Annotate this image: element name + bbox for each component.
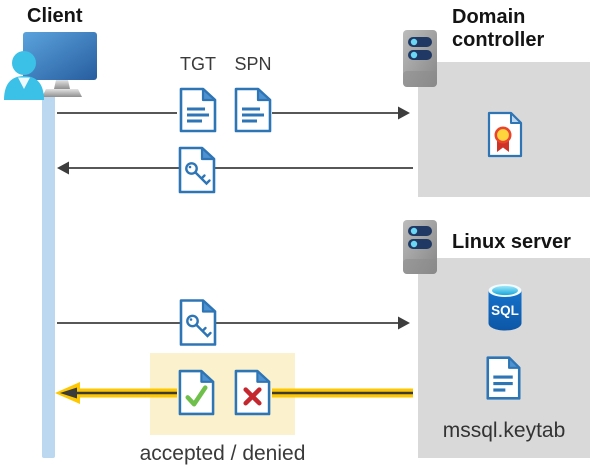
denied-icon [234, 369, 271, 416]
arrow-request-tgt-spn [57, 106, 410, 120]
arrow-return-ticket [57, 161, 413, 175]
linux-server-icon [403, 220, 437, 274]
sql-text: SQL [491, 303, 519, 318]
linux-server-label: Linux server [452, 231, 571, 253]
keytab-file-icon [486, 356, 521, 400]
certificate-icon [487, 111, 523, 158]
key-ticket-icon-return [178, 146, 216, 194]
spn-label: SPN [234, 54, 272, 74]
monitor-icon [23, 32, 97, 97]
tgt-document-icon [179, 87, 217, 133]
domain-controller-label: Domain controller [452, 6, 545, 51]
sql-database-icon: SQL [488, 284, 522, 331]
result-label: accepted / denied [139, 442, 306, 465]
client-lifeline [42, 94, 55, 458]
arrow-result [55, 382, 413, 404]
spn-document-icon [234, 87, 272, 133]
arrow-present-ticket [57, 316, 410, 330]
client-workstation-icon [4, 32, 97, 100]
keytab-label: mssql.keytab [442, 419, 566, 442]
accepted-icon [178, 369, 215, 416]
key-ticket-icon-present [179, 299, 217, 346]
user-icon [4, 51, 44, 100]
domain-controller-server-icon [403, 30, 437, 87]
client-label: Client [27, 5, 83, 27]
tgt-label: TGT [180, 54, 216, 74]
